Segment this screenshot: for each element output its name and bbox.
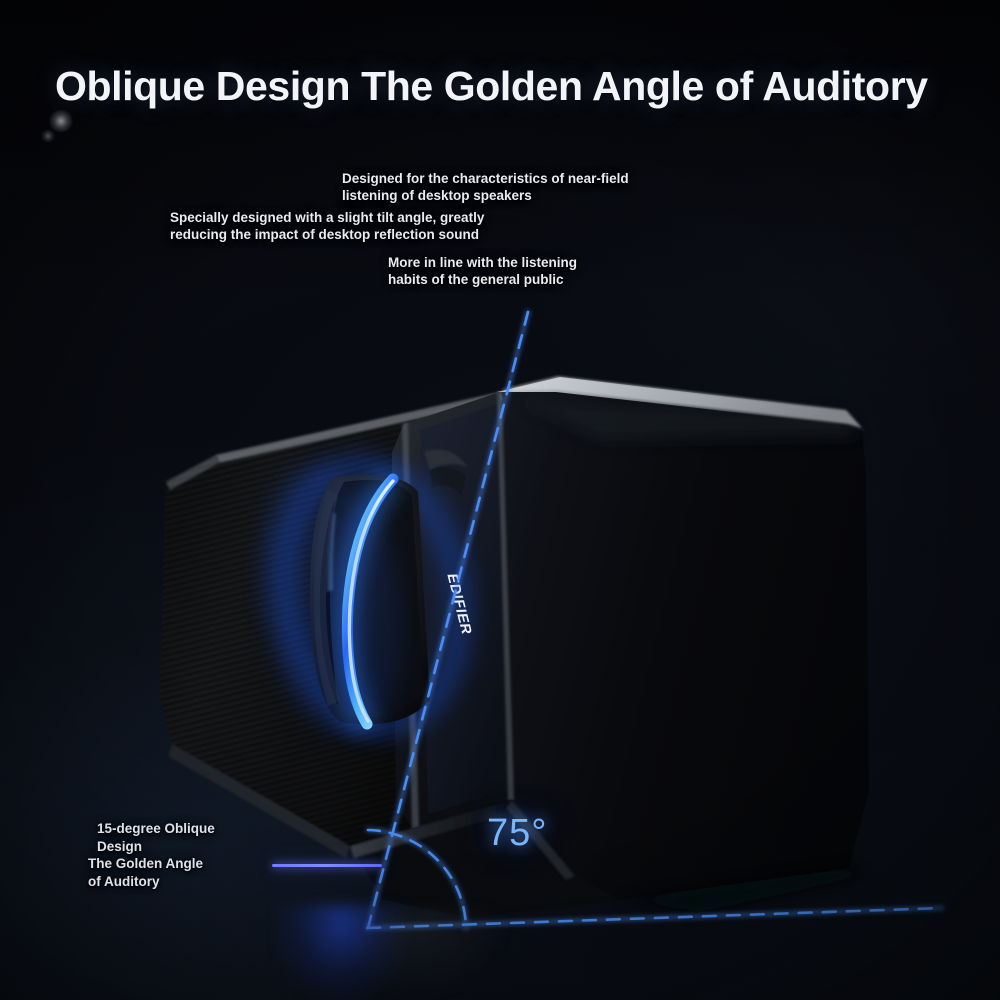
callout-line-1: The Golden Angle [88, 856, 204, 871]
page-title: Oblique Design The Golden Angle of Audit… [55, 63, 928, 109]
feature-line-2: habits of the general public [388, 272, 564, 288]
callout-line-2: Design [97, 838, 143, 854]
feature-line-1: Specially designed with a slight tilt an… [170, 210, 485, 225]
angle-label: 75° [487, 812, 548, 854]
feature-line-1: Designed for the characteristics of near… [342, 171, 629, 186]
feature-line-2: reducing the impact of desktop reflectio… [170, 227, 480, 243]
feature-text-near-field: Designed for the characteristics of near… [342, 170, 672, 205]
feature-text-tilt-angle: Specially designed with a slight tilt an… [170, 209, 530, 244]
callout-line-2: of Auditory [88, 873, 160, 889]
callout-line-1: 15-degree Oblique [97, 821, 215, 836]
feature-text-listening-habits: More in line with the listening habits o… [388, 254, 688, 289]
feature-line-2: listening of desktop speakers [342, 188, 532, 204]
feature-line-1: More in line with the listening [388, 255, 578, 270]
callout-golden-angle: The Golden Angle of Auditory [88, 855, 288, 890]
callout-leader-line [272, 864, 382, 867]
callout-oblique-design: 15-degree Oblique Design [97, 820, 287, 855]
